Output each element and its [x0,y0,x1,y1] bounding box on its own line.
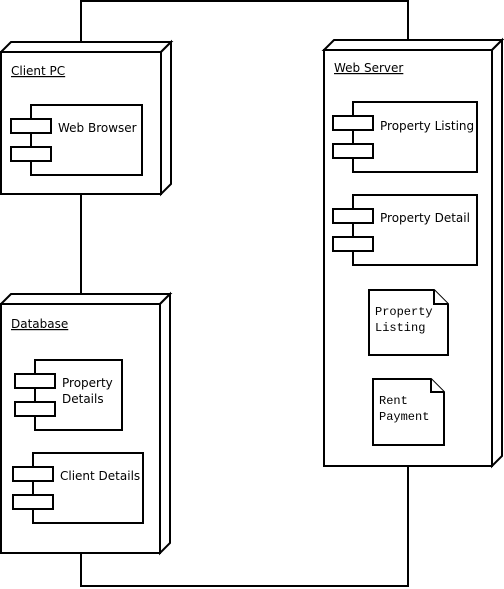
component-property-listing[interactable]: Property Listing [332,101,478,173]
artifact-property-listing[interactable]: Property Listing [368,289,449,356]
node-web-server-side [491,37,503,469]
component-label: Web Browser [58,121,137,135]
component-body [352,194,478,266]
component-port-icon [332,236,374,252]
component-label: Property Listing [380,119,474,133]
component-port-icon [14,401,56,417]
artifact-rent-payment[interactable]: Rent Payment [372,378,445,446]
artifact-label-line1: Property [375,305,433,319]
node-web-server[interactable]: Web Server Property Listing Property Det… [321,37,504,469]
component-property-detail[interactable]: Property Detail [332,194,478,266]
node-web-server-title: Web Server [334,61,403,75]
component-port-icon [332,143,374,159]
artifact-document-icon [368,289,449,356]
connection-top [80,0,409,42]
component-port-icon [10,146,52,162]
component-body [32,452,144,524]
component-label-line2: Details [62,392,104,406]
artifact-fold [433,290,448,305]
component-client-details[interactable]: Client Details [12,452,144,524]
component-label: Property Detail [380,211,470,225]
component-property-details[interactable]: Property Details [14,359,123,431]
node-web-server-depth [321,39,504,51]
node-database-side [159,291,171,556]
node-database-depth [0,293,173,305]
node-database-title: Database [11,317,68,331]
component-label: Client Details [60,469,140,483]
artifact-fold [430,379,444,393]
component-port-icon [12,466,54,482]
node-client-pc-side [160,39,172,197]
component-body [352,101,478,173]
artifact-label-line2: Payment [379,410,429,424]
node-client-pc-depth [0,41,174,53]
component-port-icon [10,118,52,134]
connection-bottom [80,466,409,587]
component-body [34,359,123,431]
component-web-browser[interactable]: Web Browser [10,104,143,176]
component-port-icon [12,494,54,510]
node-client-pc[interactable]: Client PC Web Browser [0,39,174,197]
artifact-document-icon [372,378,445,446]
component-port-icon [332,208,374,224]
node-client-pc-title: Client PC [11,64,65,78]
node-database[interactable]: Database Property Details Client Details [0,291,173,556]
artifact-label-line2: Listing [375,321,425,335]
component-body [30,104,143,176]
component-label-line1: Property [62,376,113,390]
component-port-icon [332,115,374,131]
connections [80,0,409,587]
artifact-label-line1: Rent [379,394,408,408]
component-port-icon [14,373,56,389]
